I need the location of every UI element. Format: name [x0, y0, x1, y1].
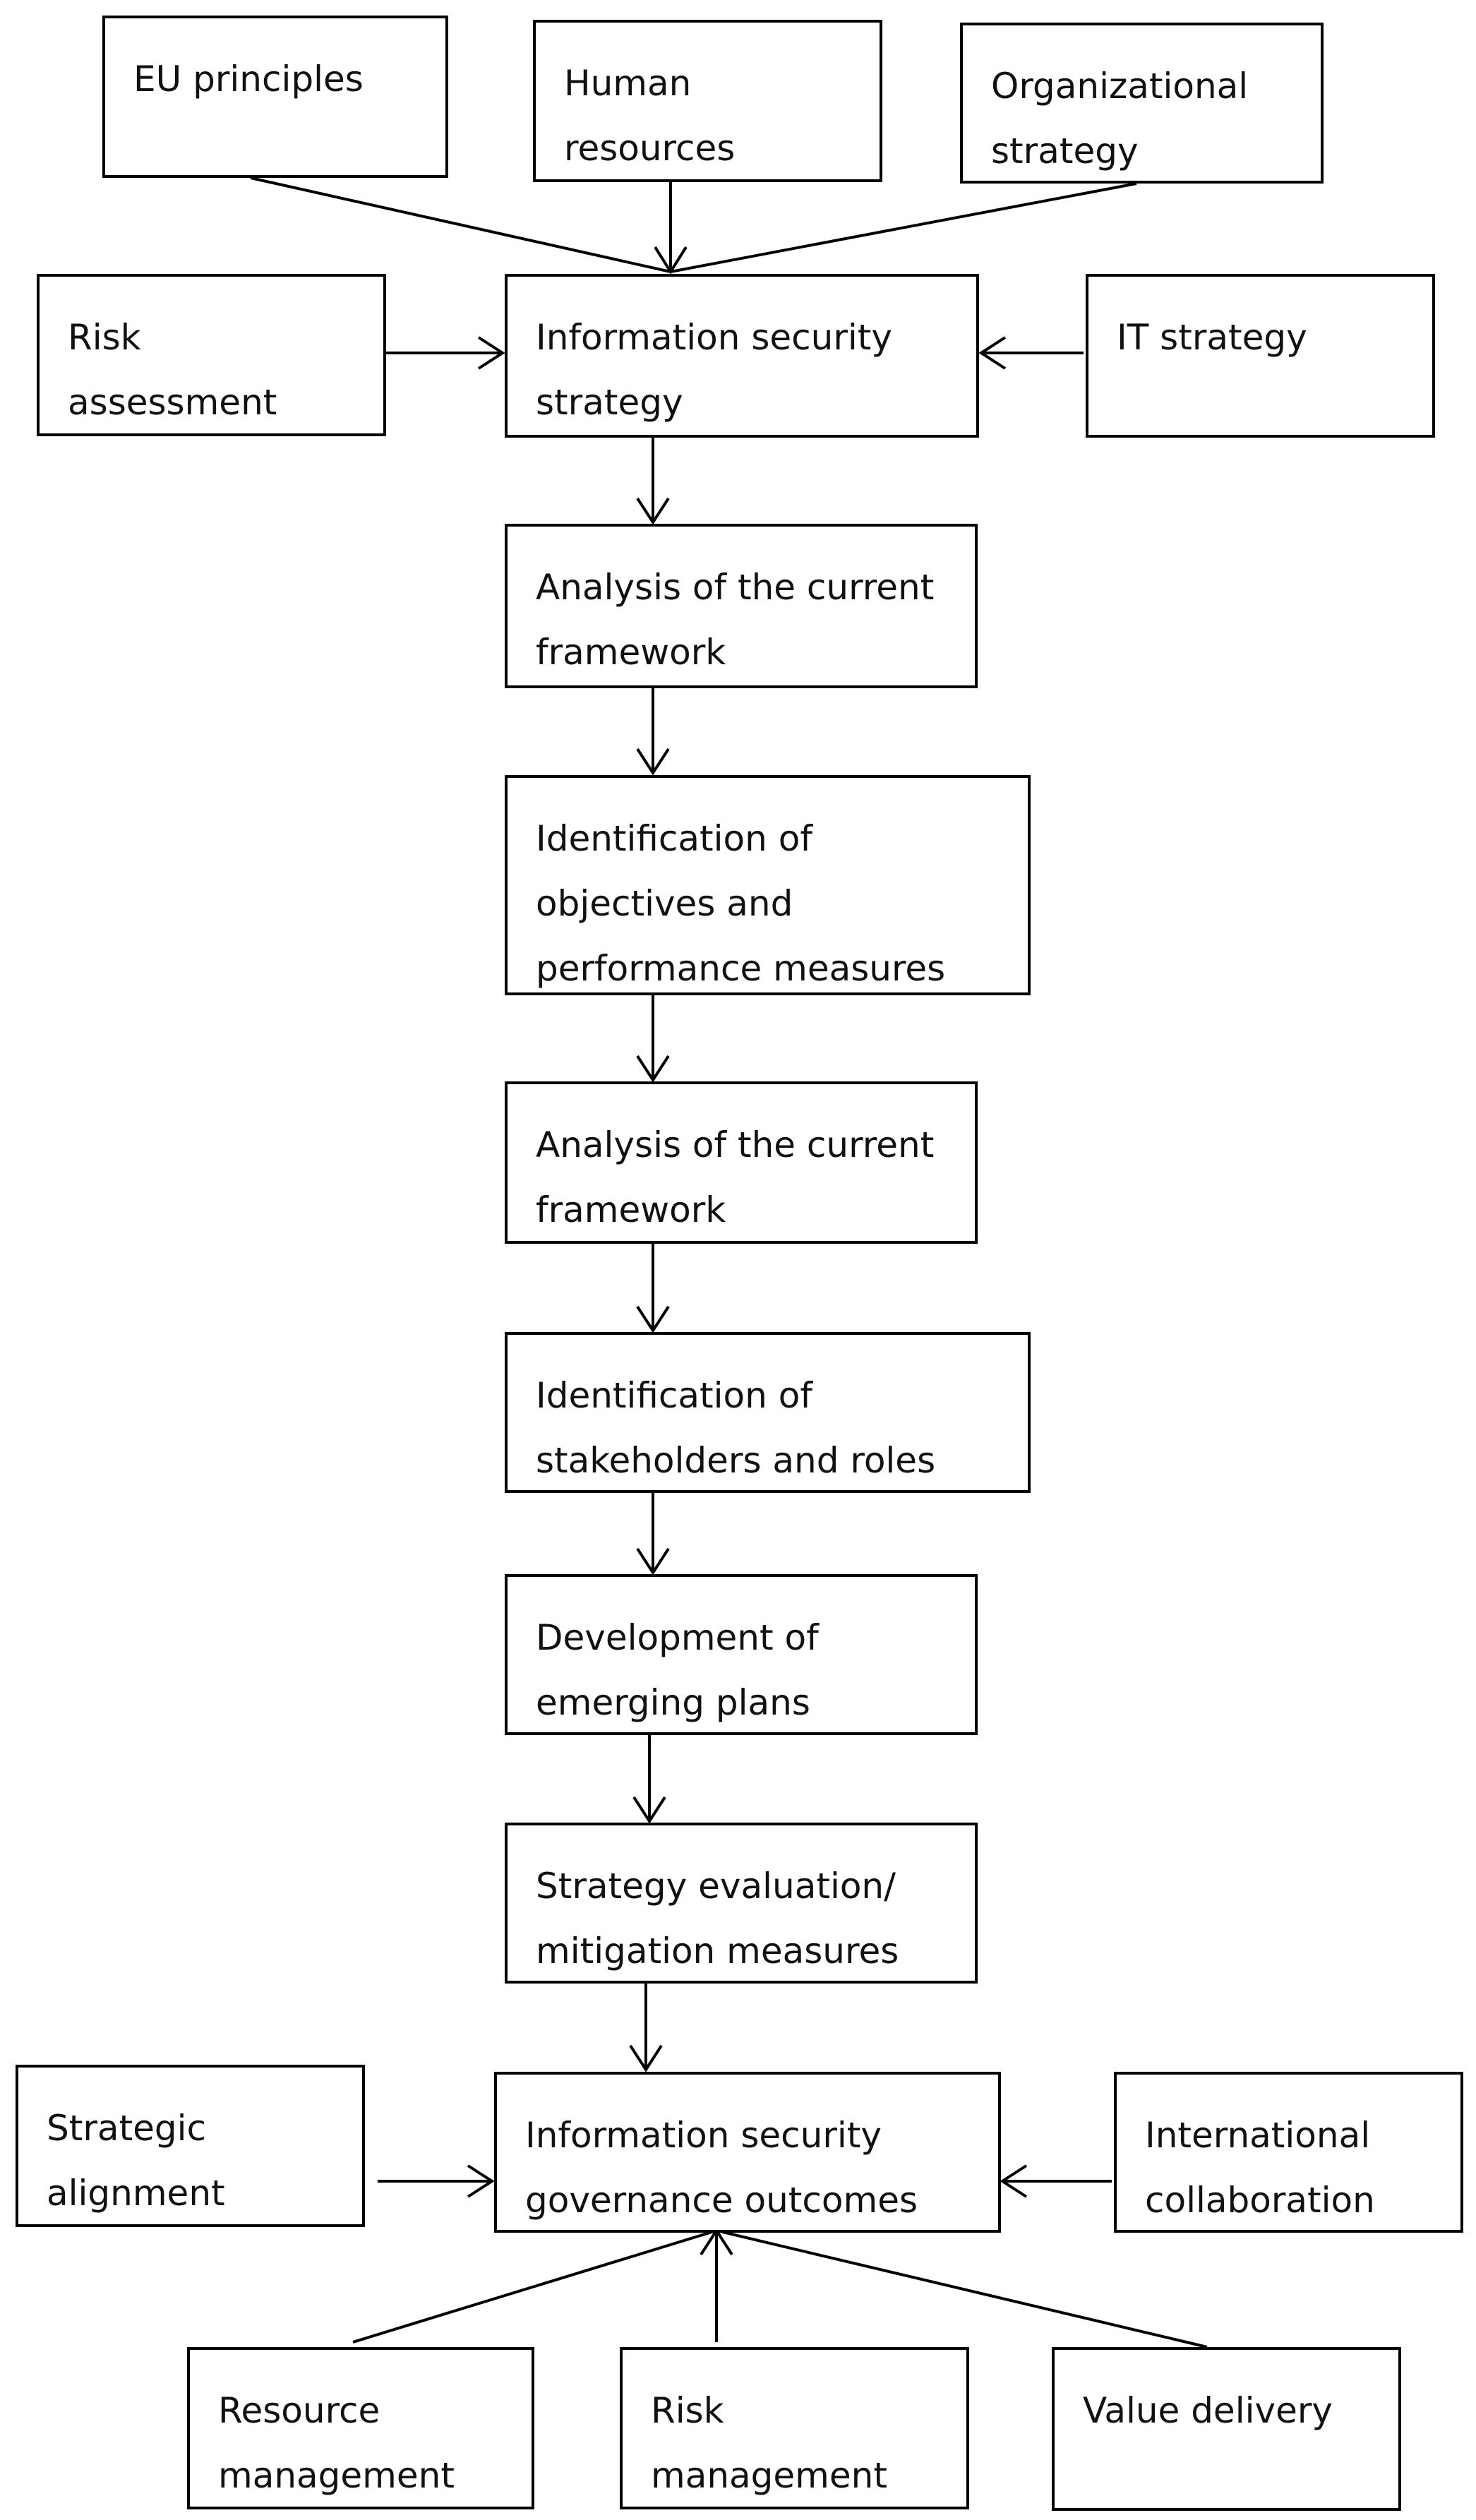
node-resource-management: Resource management: [187, 2347, 534, 2509]
node-development-emerging-plans: Development of emerging plans: [505, 1574, 978, 1735]
node-strategic-alignment: Strategic alignment: [16, 2065, 365, 2227]
arrow-eu-to-iss: [250, 176, 671, 273]
node-identification-objectives: Identification of objectives and perform…: [505, 775, 1031, 995]
node-value-delivery: Value delivery: [1052, 2347, 1401, 2511]
arrowhead-top-to-iss: [654, 246, 688, 275]
node-human-resources: Human resources: [533, 20, 882, 182]
node-analysis-current-framework-1: Analysis of the current framework: [505, 524, 978, 688]
arrow-vd-to-isgo: [716, 2229, 1208, 2348]
node-risk-assessment: Risk assessment: [37, 274, 386, 436]
node-risk-management: Risk management: [620, 2347, 969, 2509]
arrowhead-risk-assessment: [477, 336, 505, 370]
node-eu-principles: EU principles: [102, 16, 448, 178]
node-identification-stakeholders: Identification of stakeholders and roles: [505, 1332, 1031, 1493]
node-analysis-current-framework-2: Analysis of the current framework: [505, 1081, 978, 1244]
node-information-security-governance-outcomes: Information security governance outcomes: [494, 2072, 1001, 2233]
node-organizational-strategy: Organizational strategy: [960, 23, 1324, 184]
node-information-security-strategy: Information security strategy: [505, 274, 979, 438]
node-strategy-evaluation: Strategy evaluation/ mitigation measures: [505, 1823, 978, 1984]
node-it-strategy: IT strategy: [1086, 274, 1435, 438]
arrow-org-to-iss: [670, 182, 1137, 273]
arrowhead-it: [978, 336, 1007, 370]
arrow-rm-to-isgo: [352, 2229, 717, 2344]
node-international-collaboration: International collaboration: [1114, 2072, 1463, 2233]
